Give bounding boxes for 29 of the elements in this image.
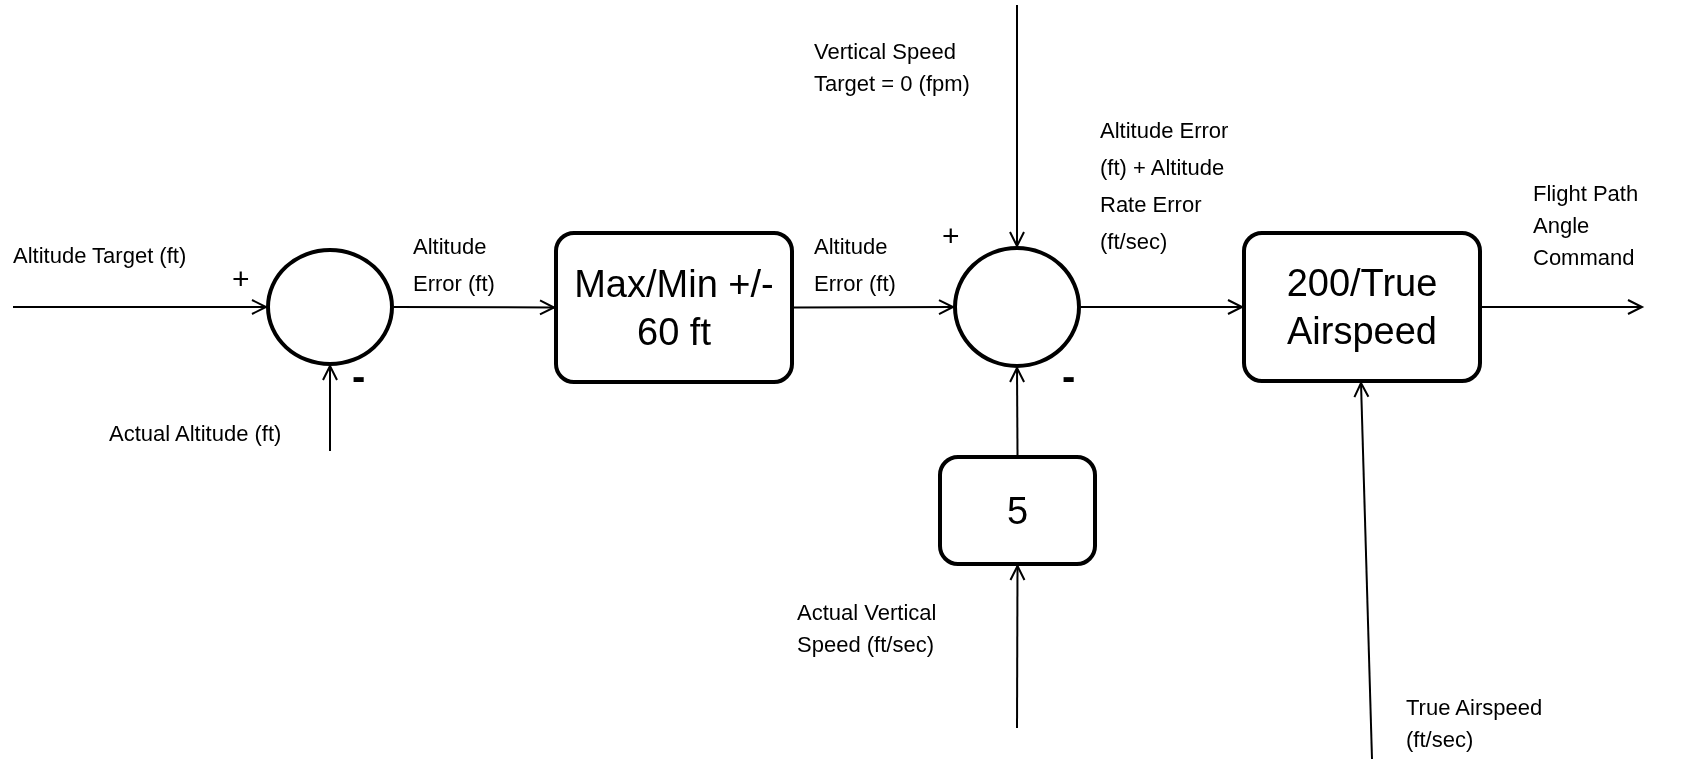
signal-label: Actual Altitude (ft) bbox=[109, 420, 283, 448]
arrow bbox=[1009, 4, 1025, 247]
block-label: 200/True Airspeed bbox=[1285, 261, 1439, 354]
edge-label: Altitude Error (ft) bbox=[814, 233, 897, 298]
arrow bbox=[1009, 367, 1026, 456]
signal-label: Flight Path Angle Command bbox=[1533, 180, 1640, 272]
block-box bbox=[1242, 231, 1482, 383]
arrow bbox=[1481, 299, 1643, 315]
signal-label: Actual Vertical Speed (ft/sec) bbox=[797, 599, 938, 659]
block-label: Max/Min +/- 60 ft bbox=[573, 261, 775, 355]
block-box bbox=[938, 455, 1097, 566]
signal-label: True Airspeed (ft/sec) bbox=[1406, 694, 1544, 754]
arrow bbox=[393, 299, 555, 316]
block-box bbox=[554, 231, 794, 384]
block-label: 5 bbox=[1005, 488, 1030, 534]
arrow bbox=[1080, 299, 1243, 315]
arrow bbox=[793, 299, 954, 316]
arrow bbox=[322, 365, 338, 452]
sign-label: + bbox=[942, 219, 961, 253]
arrow bbox=[1353, 382, 1373, 760]
arrow bbox=[1009, 565, 1026, 729]
sign-label: + bbox=[232, 262, 251, 296]
sign-label: - bbox=[352, 356, 367, 396]
arrow bbox=[12, 299, 267, 315]
edge-label: Altitude Error (ft) + Altitude Rate Error (ft/sec) bbox=[1100, 117, 1230, 256]
edge-label: Altitude Error (ft) bbox=[413, 233, 496, 298]
sign-label: - bbox=[1062, 356, 1077, 396]
signal-label: Vertical Speed Target = 0 (fpm) bbox=[814, 38, 971, 98]
signal-label: Altitude Target (ft) bbox=[13, 242, 188, 270]
